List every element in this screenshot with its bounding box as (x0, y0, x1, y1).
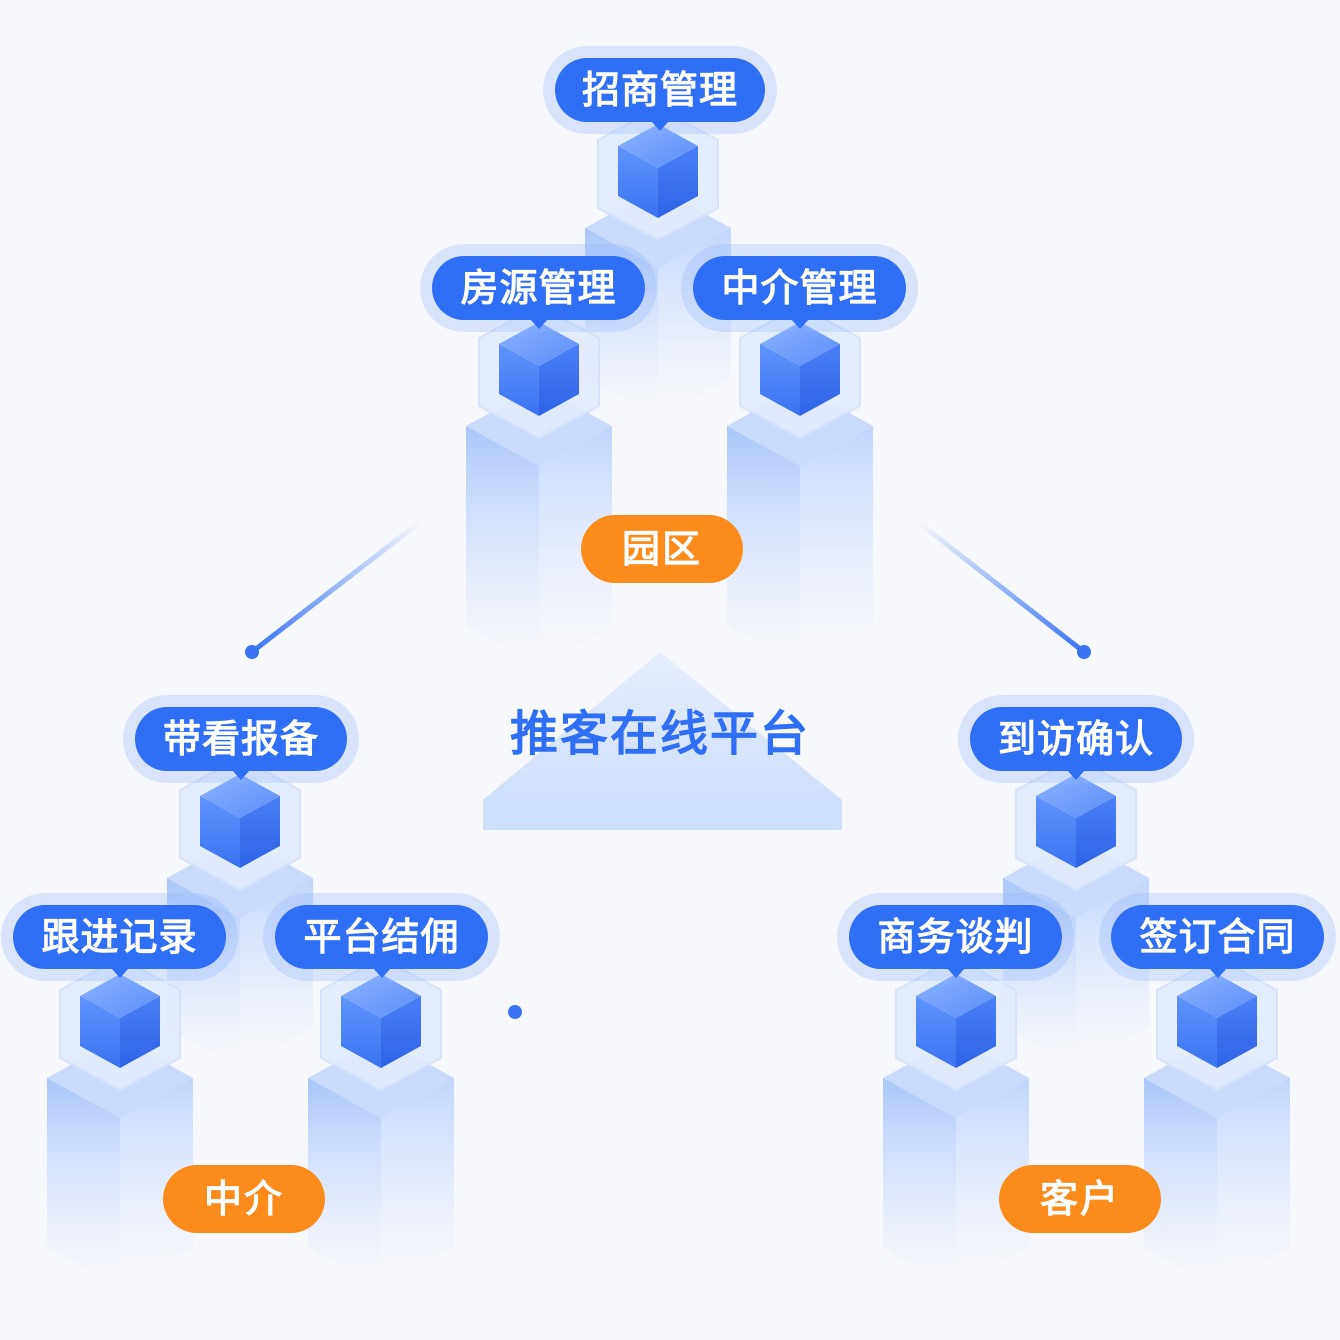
cube-right-face (381, 996, 421, 1068)
cube-right-face (658, 146, 698, 218)
column-left-face (727, 426, 800, 666)
node-label-shangwu[interactable]: 商务谈判 (849, 905, 1062, 978)
cube-icon (308, 956, 454, 1288)
node-label-genjin[interactable]: 跟进记录 (13, 905, 226, 978)
cube-right-face (956, 996, 996, 1068)
center-title: 推客在线平台 (509, 706, 810, 762)
connector-left (245, 519, 423, 659)
cube-right-face (240, 796, 280, 868)
column-left-face (883, 1078, 956, 1288)
cube-icon (167, 756, 313, 1068)
node-label-zhaoshang[interactable]: 招商管理 (555, 58, 765, 131)
column-right-face (956, 1078, 1029, 1288)
group-tag-customer: 客户 (999, 1165, 1161, 1233)
column-right-face (381, 1078, 454, 1288)
connector-right (915, 519, 1091, 659)
cube-icon (466, 304, 612, 666)
node-label-zhongjie-mgmt[interactable]: 中介管理 (693, 256, 906, 329)
cube-icon (47, 956, 193, 1288)
cube-left-face (499, 344, 539, 416)
node-label-daikan[interactable]: 带看报备 (135, 707, 347, 780)
cube-left-face (1036, 796, 1076, 868)
cube-icon (883, 956, 1029, 1288)
cube-right-face (1217, 996, 1257, 1068)
column-left-face (308, 1078, 381, 1288)
cube-left-face (1177, 996, 1217, 1068)
nodes-layer (47, 106, 1290, 1288)
column-right-face (800, 426, 873, 666)
node-label-qianding[interactable]: 签订合同 (1111, 905, 1324, 978)
column-left-face (1144, 1078, 1217, 1288)
group-tag-park: 园区 (581, 515, 743, 583)
cube-left-face (916, 996, 956, 1068)
cube-icon (727, 304, 873, 666)
cube-right-face (800, 344, 840, 416)
column-right-face (539, 426, 612, 666)
cube-icon (1144, 956, 1290, 1288)
node-label-daofang[interactable]: 到访确认 (970, 707, 1182, 780)
cube-left-face (80, 996, 120, 1068)
cube-left-face (341, 996, 381, 1068)
node-label-fangyuan[interactable]: 房源管理 (432, 256, 645, 329)
cube-right-face (1076, 796, 1116, 868)
column-left-face (466, 426, 539, 666)
cube-right-face (539, 344, 579, 416)
platform-pyramid (483, 652, 842, 830)
cube-left-face (760, 344, 800, 416)
column-right-face (1217, 1078, 1290, 1288)
cube-right-face (120, 996, 160, 1068)
group-tag-agency: 中介 (163, 1165, 325, 1233)
node-label-jieyong[interactable]: 平台结佣 (275, 905, 488, 978)
connector-bottom (508, 1005, 813, 1019)
cube-left-face (618, 146, 658, 218)
cube-left-face (200, 796, 240, 868)
column-left-face (47, 1078, 120, 1288)
column-right-face (120, 1078, 193, 1288)
